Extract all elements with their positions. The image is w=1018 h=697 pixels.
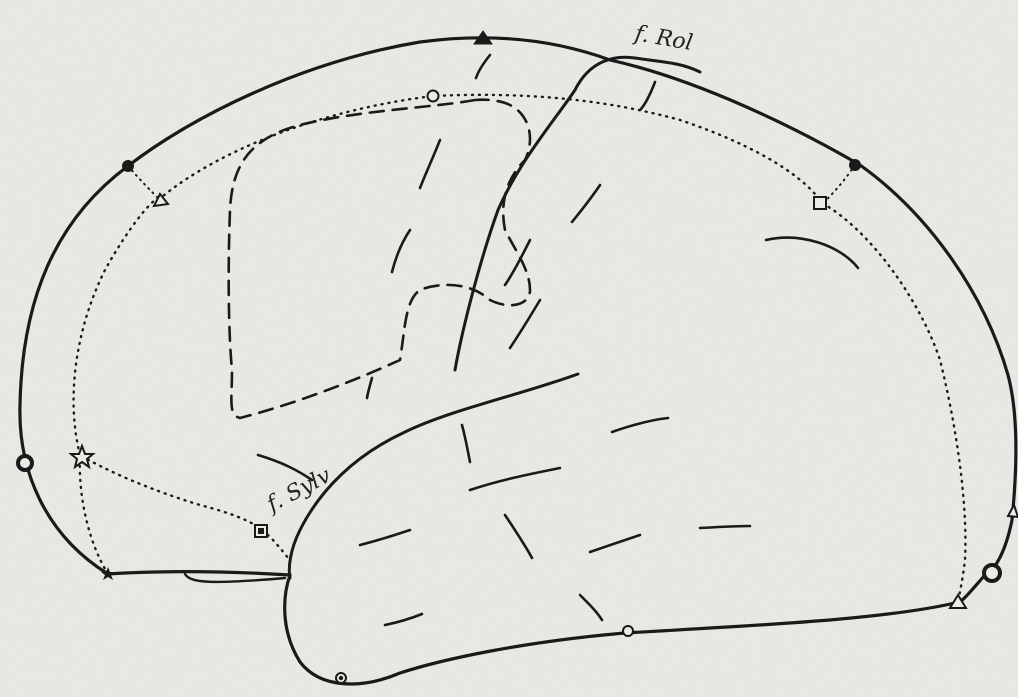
filled-dot-marker <box>123 161 134 172</box>
dotted-circle-center <box>340 677 342 679</box>
ring-marker <box>984 565 1000 581</box>
filled-dot-marker <box>850 160 861 171</box>
open-circle-marker <box>623 626 633 636</box>
open-square-marker <box>814 197 826 209</box>
ring-marker <box>18 456 32 470</box>
open-circle-marker <box>428 91 439 102</box>
boxed-square-inner <box>259 529 263 533</box>
